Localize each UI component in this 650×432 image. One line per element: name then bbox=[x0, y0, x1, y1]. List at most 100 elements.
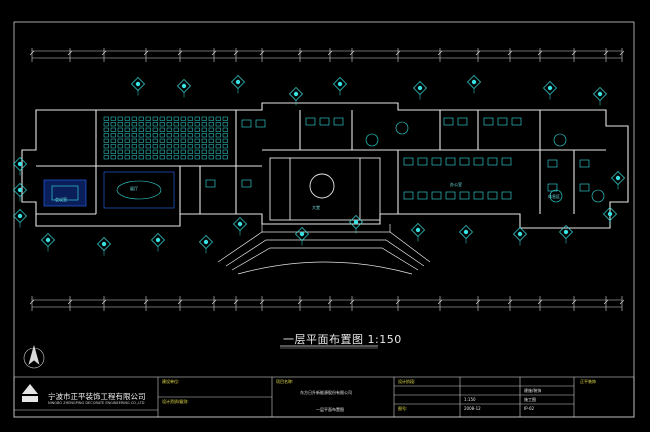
room-tag-dot bbox=[417, 85, 423, 91]
seat bbox=[201, 133, 207, 138]
seat bbox=[194, 155, 200, 160]
seat bbox=[208, 116, 214, 121]
seat bbox=[103, 122, 109, 127]
seat bbox=[173, 116, 179, 121]
seat bbox=[124, 155, 130, 160]
seat bbox=[180, 116, 186, 121]
drawing-no-label: 图号: bbox=[398, 406, 408, 411]
room-tag-dot bbox=[563, 229, 569, 235]
room-tag-diamond bbox=[151, 233, 165, 247]
furniture-block bbox=[305, 117, 316, 126]
seat bbox=[159, 149, 165, 154]
seat bbox=[194, 144, 200, 149]
seat bbox=[201, 127, 207, 132]
room-tag-dot bbox=[615, 175, 621, 181]
furniture-block bbox=[319, 117, 330, 126]
seat bbox=[166, 116, 172, 121]
furniture-block bbox=[579, 159, 590, 168]
seat bbox=[180, 149, 186, 154]
seat bbox=[145, 122, 151, 127]
furniture-block bbox=[403, 157, 414, 166]
round-table bbox=[365, 133, 379, 147]
seat bbox=[180, 122, 186, 127]
seat bbox=[138, 149, 144, 154]
seat bbox=[117, 116, 123, 121]
seat bbox=[103, 155, 109, 160]
seat bbox=[103, 149, 109, 154]
room-tag-dot bbox=[135, 81, 141, 87]
seat bbox=[124, 149, 130, 154]
seat bbox=[159, 116, 165, 121]
seat bbox=[131, 155, 137, 160]
furniture-block bbox=[547, 159, 558, 168]
seat bbox=[208, 149, 214, 154]
drawing-border bbox=[13, 21, 635, 418]
seat bbox=[187, 122, 193, 127]
seat bbox=[117, 122, 123, 127]
seat bbox=[173, 144, 179, 149]
seat bbox=[187, 149, 193, 154]
seat bbox=[124, 127, 130, 132]
seat bbox=[180, 127, 186, 132]
seat bbox=[117, 149, 123, 154]
furniture-block bbox=[445, 191, 456, 200]
seat bbox=[194, 149, 200, 154]
seat bbox=[194, 122, 200, 127]
room-tag-dot bbox=[17, 213, 23, 219]
seat bbox=[187, 155, 193, 160]
seat bbox=[152, 133, 158, 138]
room-label-meeting: 会议室 bbox=[55, 197, 67, 202]
seat bbox=[124, 133, 130, 138]
seat bbox=[152, 138, 158, 143]
seat bbox=[138, 138, 144, 143]
seat bbox=[103, 138, 109, 143]
furniture-block bbox=[333, 117, 344, 126]
room-label-exhibit: 展厅 bbox=[130, 186, 138, 191]
furniture-block bbox=[501, 191, 512, 200]
room-tag-dot bbox=[101, 241, 107, 247]
furniture-block bbox=[483, 117, 494, 126]
furniture-block bbox=[459, 191, 470, 200]
seat bbox=[159, 155, 165, 160]
room-tag-diamond bbox=[593, 87, 607, 101]
seat bbox=[215, 127, 221, 132]
room-tag-diamond bbox=[411, 223, 425, 237]
seat bbox=[117, 127, 123, 132]
company-seal-text: 正平装饰 bbox=[580, 379, 596, 384]
seat bbox=[131, 144, 137, 149]
project-name: 东方日升新能源股份有限公司 bbox=[300, 390, 352, 395]
seat bbox=[138, 133, 144, 138]
seat bbox=[201, 116, 207, 121]
room-tag-diamond bbox=[13, 209, 27, 223]
seat bbox=[152, 155, 158, 160]
room-tag-dot bbox=[299, 231, 305, 237]
seat bbox=[215, 144, 221, 149]
north-arrow bbox=[23, 344, 45, 369]
room-tag-diamond bbox=[131, 77, 145, 91]
plan-title: 一层平面布置图 1:150 bbox=[283, 333, 402, 346]
seat bbox=[187, 116, 193, 121]
seat bbox=[215, 149, 221, 154]
seat bbox=[222, 133, 228, 138]
seat bbox=[180, 155, 186, 160]
furniture-block bbox=[457, 117, 468, 126]
seat bbox=[208, 133, 214, 138]
seat bbox=[180, 138, 186, 143]
room-tag-diamond bbox=[233, 217, 247, 231]
seat bbox=[152, 122, 158, 127]
seat bbox=[166, 155, 172, 160]
seat bbox=[131, 116, 137, 121]
furniture-block bbox=[445, 157, 456, 166]
room-tag-diamond bbox=[295, 227, 309, 241]
seat bbox=[215, 116, 221, 121]
room-tag-diamond bbox=[513, 227, 527, 241]
furniture-block bbox=[473, 157, 484, 166]
furniture-block bbox=[579, 183, 590, 192]
seat bbox=[110, 155, 116, 160]
seat bbox=[145, 133, 151, 138]
furniture-block bbox=[431, 157, 442, 166]
seat bbox=[166, 149, 172, 154]
seat bbox=[117, 144, 123, 149]
title-block bbox=[13, 376, 635, 418]
seat bbox=[187, 133, 193, 138]
